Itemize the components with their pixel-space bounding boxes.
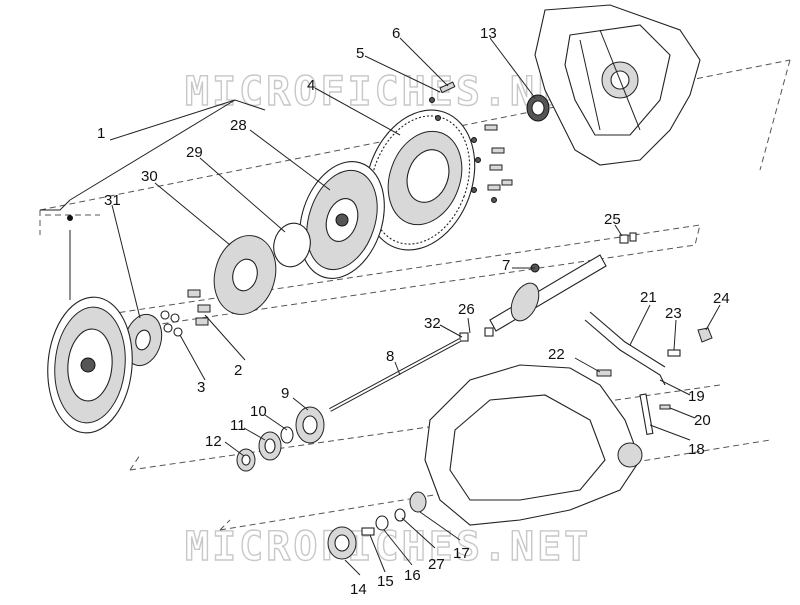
watermark-top: MICROFICHES.NET xyxy=(185,69,591,115)
callout-27: 27 xyxy=(428,556,445,573)
callout-11: 11 xyxy=(230,417,246,434)
callout-32: 32 xyxy=(424,315,441,332)
seal-13 xyxy=(526,94,550,122)
callout-31: 31 xyxy=(104,192,121,209)
callout-4: 4 xyxy=(307,77,315,94)
callout-29: 29 xyxy=(186,144,203,161)
callout-2: 2 xyxy=(234,362,242,379)
watermark-bottom: MICROFICHES.NET xyxy=(185,524,591,570)
leader-lines xyxy=(69,37,721,576)
callout-28: 28 xyxy=(230,117,247,134)
callout-10: 10 xyxy=(250,403,267,420)
hub-31 xyxy=(123,313,163,367)
callout-20: 20 xyxy=(694,412,711,429)
circlip-29 xyxy=(273,222,311,268)
bearings-9-12 xyxy=(236,406,325,472)
flywheel-bolts xyxy=(429,81,513,203)
callout-23: 23 xyxy=(665,305,682,322)
fork-21-and-parts xyxy=(584,311,713,436)
bracket-1b xyxy=(69,99,266,201)
callout-7: 7 xyxy=(502,257,510,274)
clutch-disc-28 xyxy=(299,161,385,279)
callout-13: 13 xyxy=(480,25,497,42)
callout-8: 8 xyxy=(386,348,394,365)
callout-9: 9 xyxy=(281,385,289,402)
bracket-1 xyxy=(40,199,71,211)
callout-16: 16 xyxy=(404,567,421,584)
callout-3: 3 xyxy=(197,379,205,396)
rod-8-core xyxy=(329,339,461,411)
clutch-housing xyxy=(534,4,701,166)
bushings-25-26-32 xyxy=(459,232,637,342)
callout-19: 19 xyxy=(688,388,705,405)
release-plate-30 xyxy=(213,235,277,315)
input-shaft-7 xyxy=(489,254,607,332)
callout-5: 5 xyxy=(356,45,364,62)
callout-17: 17 xyxy=(453,545,470,562)
callout-15: 15 xyxy=(377,573,394,590)
flywheel-4 xyxy=(364,109,476,251)
gearbox-housing xyxy=(424,364,643,526)
callout-22: 22 xyxy=(548,346,565,363)
callout-24: 24 xyxy=(713,290,730,307)
callout-1: 1 xyxy=(97,125,105,142)
output-parts-14-17-27 xyxy=(327,491,427,560)
pressure-plate-1 xyxy=(47,296,133,434)
bolts-2-3 xyxy=(160,289,211,337)
callout-12: 12 xyxy=(205,433,222,450)
callout-21: 21 xyxy=(640,289,657,306)
callout-18: 18 xyxy=(688,441,705,458)
callout-6: 6 xyxy=(392,25,400,42)
callout-30: 30 xyxy=(141,168,158,185)
dot-1 xyxy=(67,215,73,221)
callout-14: 14 xyxy=(350,581,367,598)
callout-25: 25 xyxy=(604,211,621,228)
callout-26: 26 xyxy=(458,301,475,318)
callouts: 1 2 3 4 5 6 7 8 9 10 11 12 13 14 15 16 1… xyxy=(97,25,730,598)
